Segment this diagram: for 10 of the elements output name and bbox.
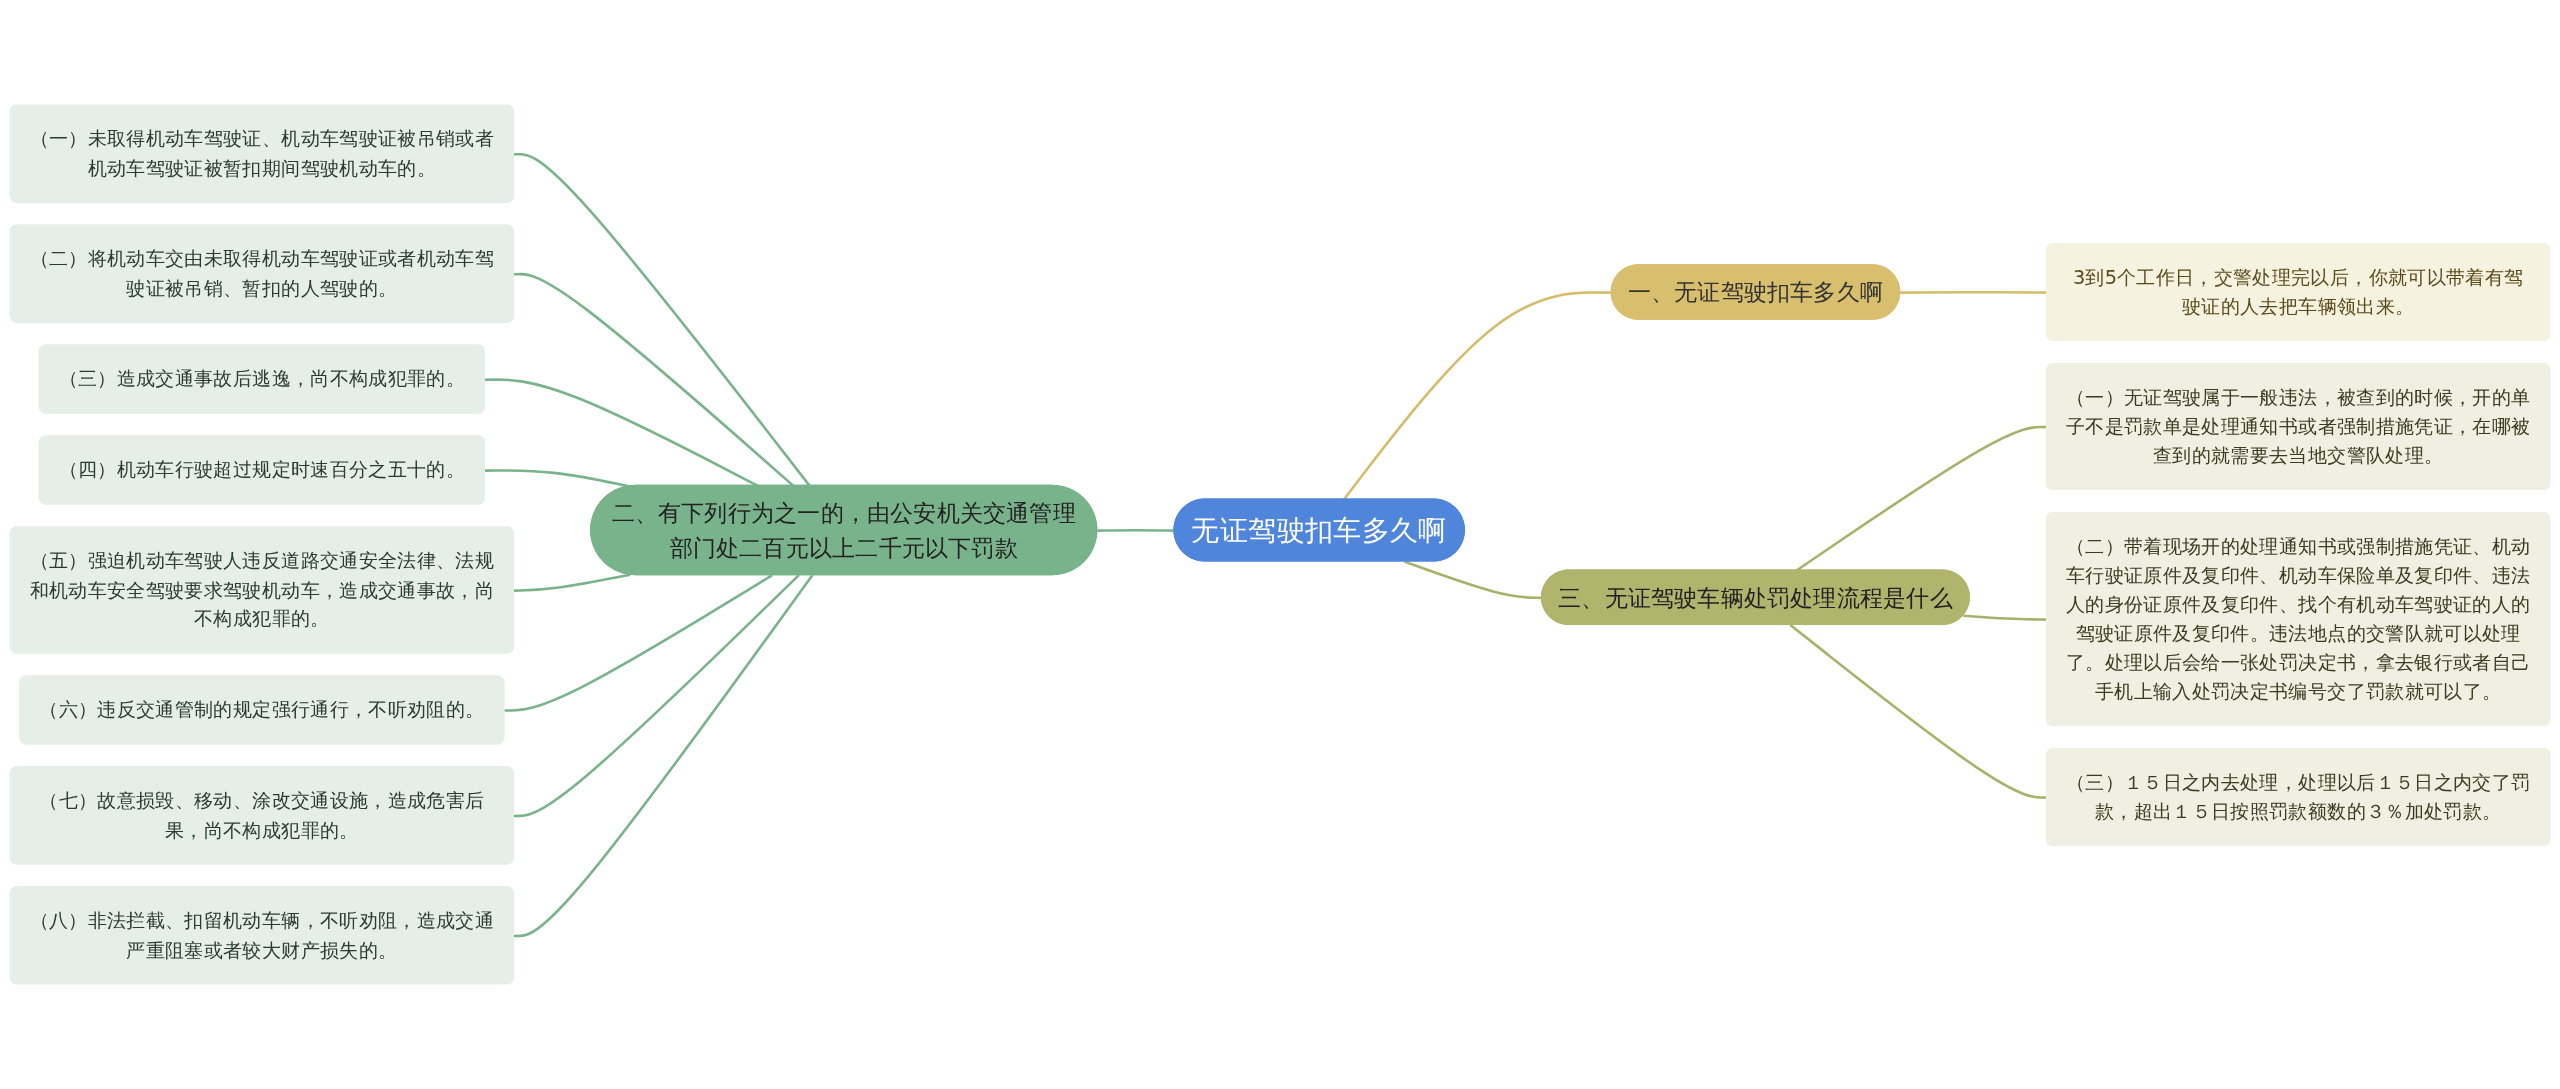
- connector: [504, 574, 773, 712]
- connector: [514, 152, 811, 487]
- connector: [485, 378, 759, 488]
- connector: [514, 573, 631, 592]
- connector: [1097, 528, 1175, 532]
- connector: [485, 469, 631, 488]
- connector: [514, 574, 800, 818]
- connector: [514, 574, 814, 938]
- connector: [1342, 291, 1612, 501]
- connector: [1404, 560, 1543, 600]
